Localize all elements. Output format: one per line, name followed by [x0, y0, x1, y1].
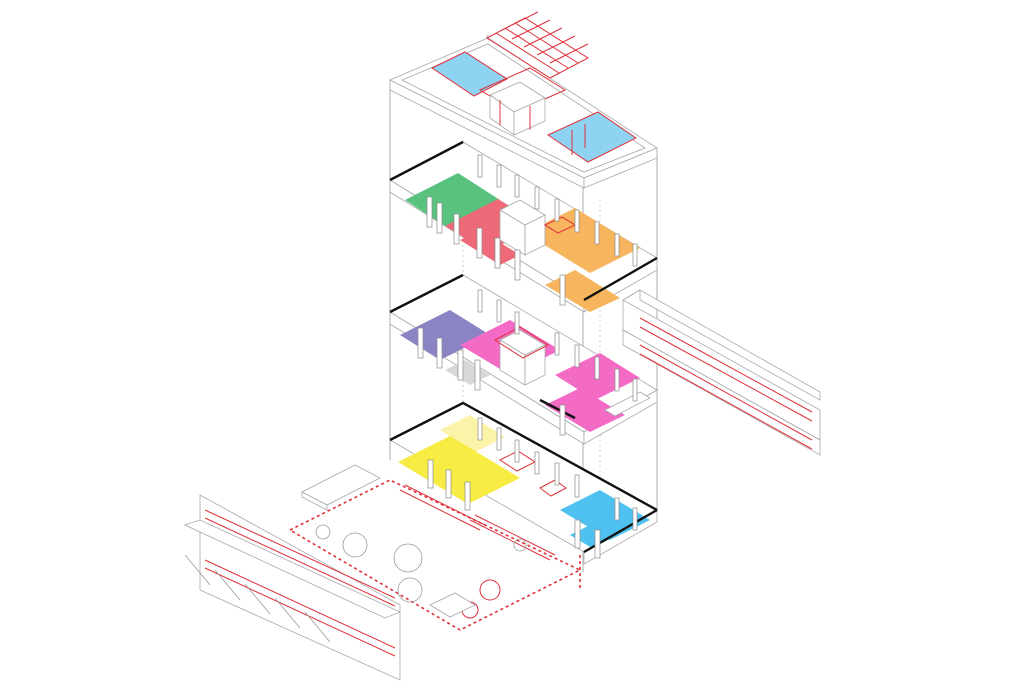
roof-level — [389, 37, 658, 189]
roof-pergola-grid — [486, 11, 589, 79]
level-3 — [389, 140, 658, 313]
level-2-columns — [417, 289, 638, 436]
east-facade-windows — [639, 317, 813, 450]
west-facade-fins — [184, 554, 331, 643]
east-facade — [622, 289, 821, 456]
ground-courtyard — [288, 464, 582, 631]
west-facade-windows — [204, 509, 396, 657]
zone-yellow — [398, 436, 520, 504]
roof-pool-north — [430, 51, 508, 97]
zone-red-2 — [460, 230, 520, 265]
zone-orange — [525, 208, 640, 273]
level-2 — [389, 273, 658, 445]
zone-pink-3 — [545, 388, 625, 432]
roof-pool-south — [546, 111, 637, 163]
level-1-columns — [427, 417, 638, 559]
zone-pale-yellow — [440, 415, 505, 452]
west-facade — [183, 494, 402, 681]
level-3-columns — [426, 154, 638, 306]
level-1 — [389, 401, 658, 565]
courtyard-trees — [315, 524, 527, 619]
